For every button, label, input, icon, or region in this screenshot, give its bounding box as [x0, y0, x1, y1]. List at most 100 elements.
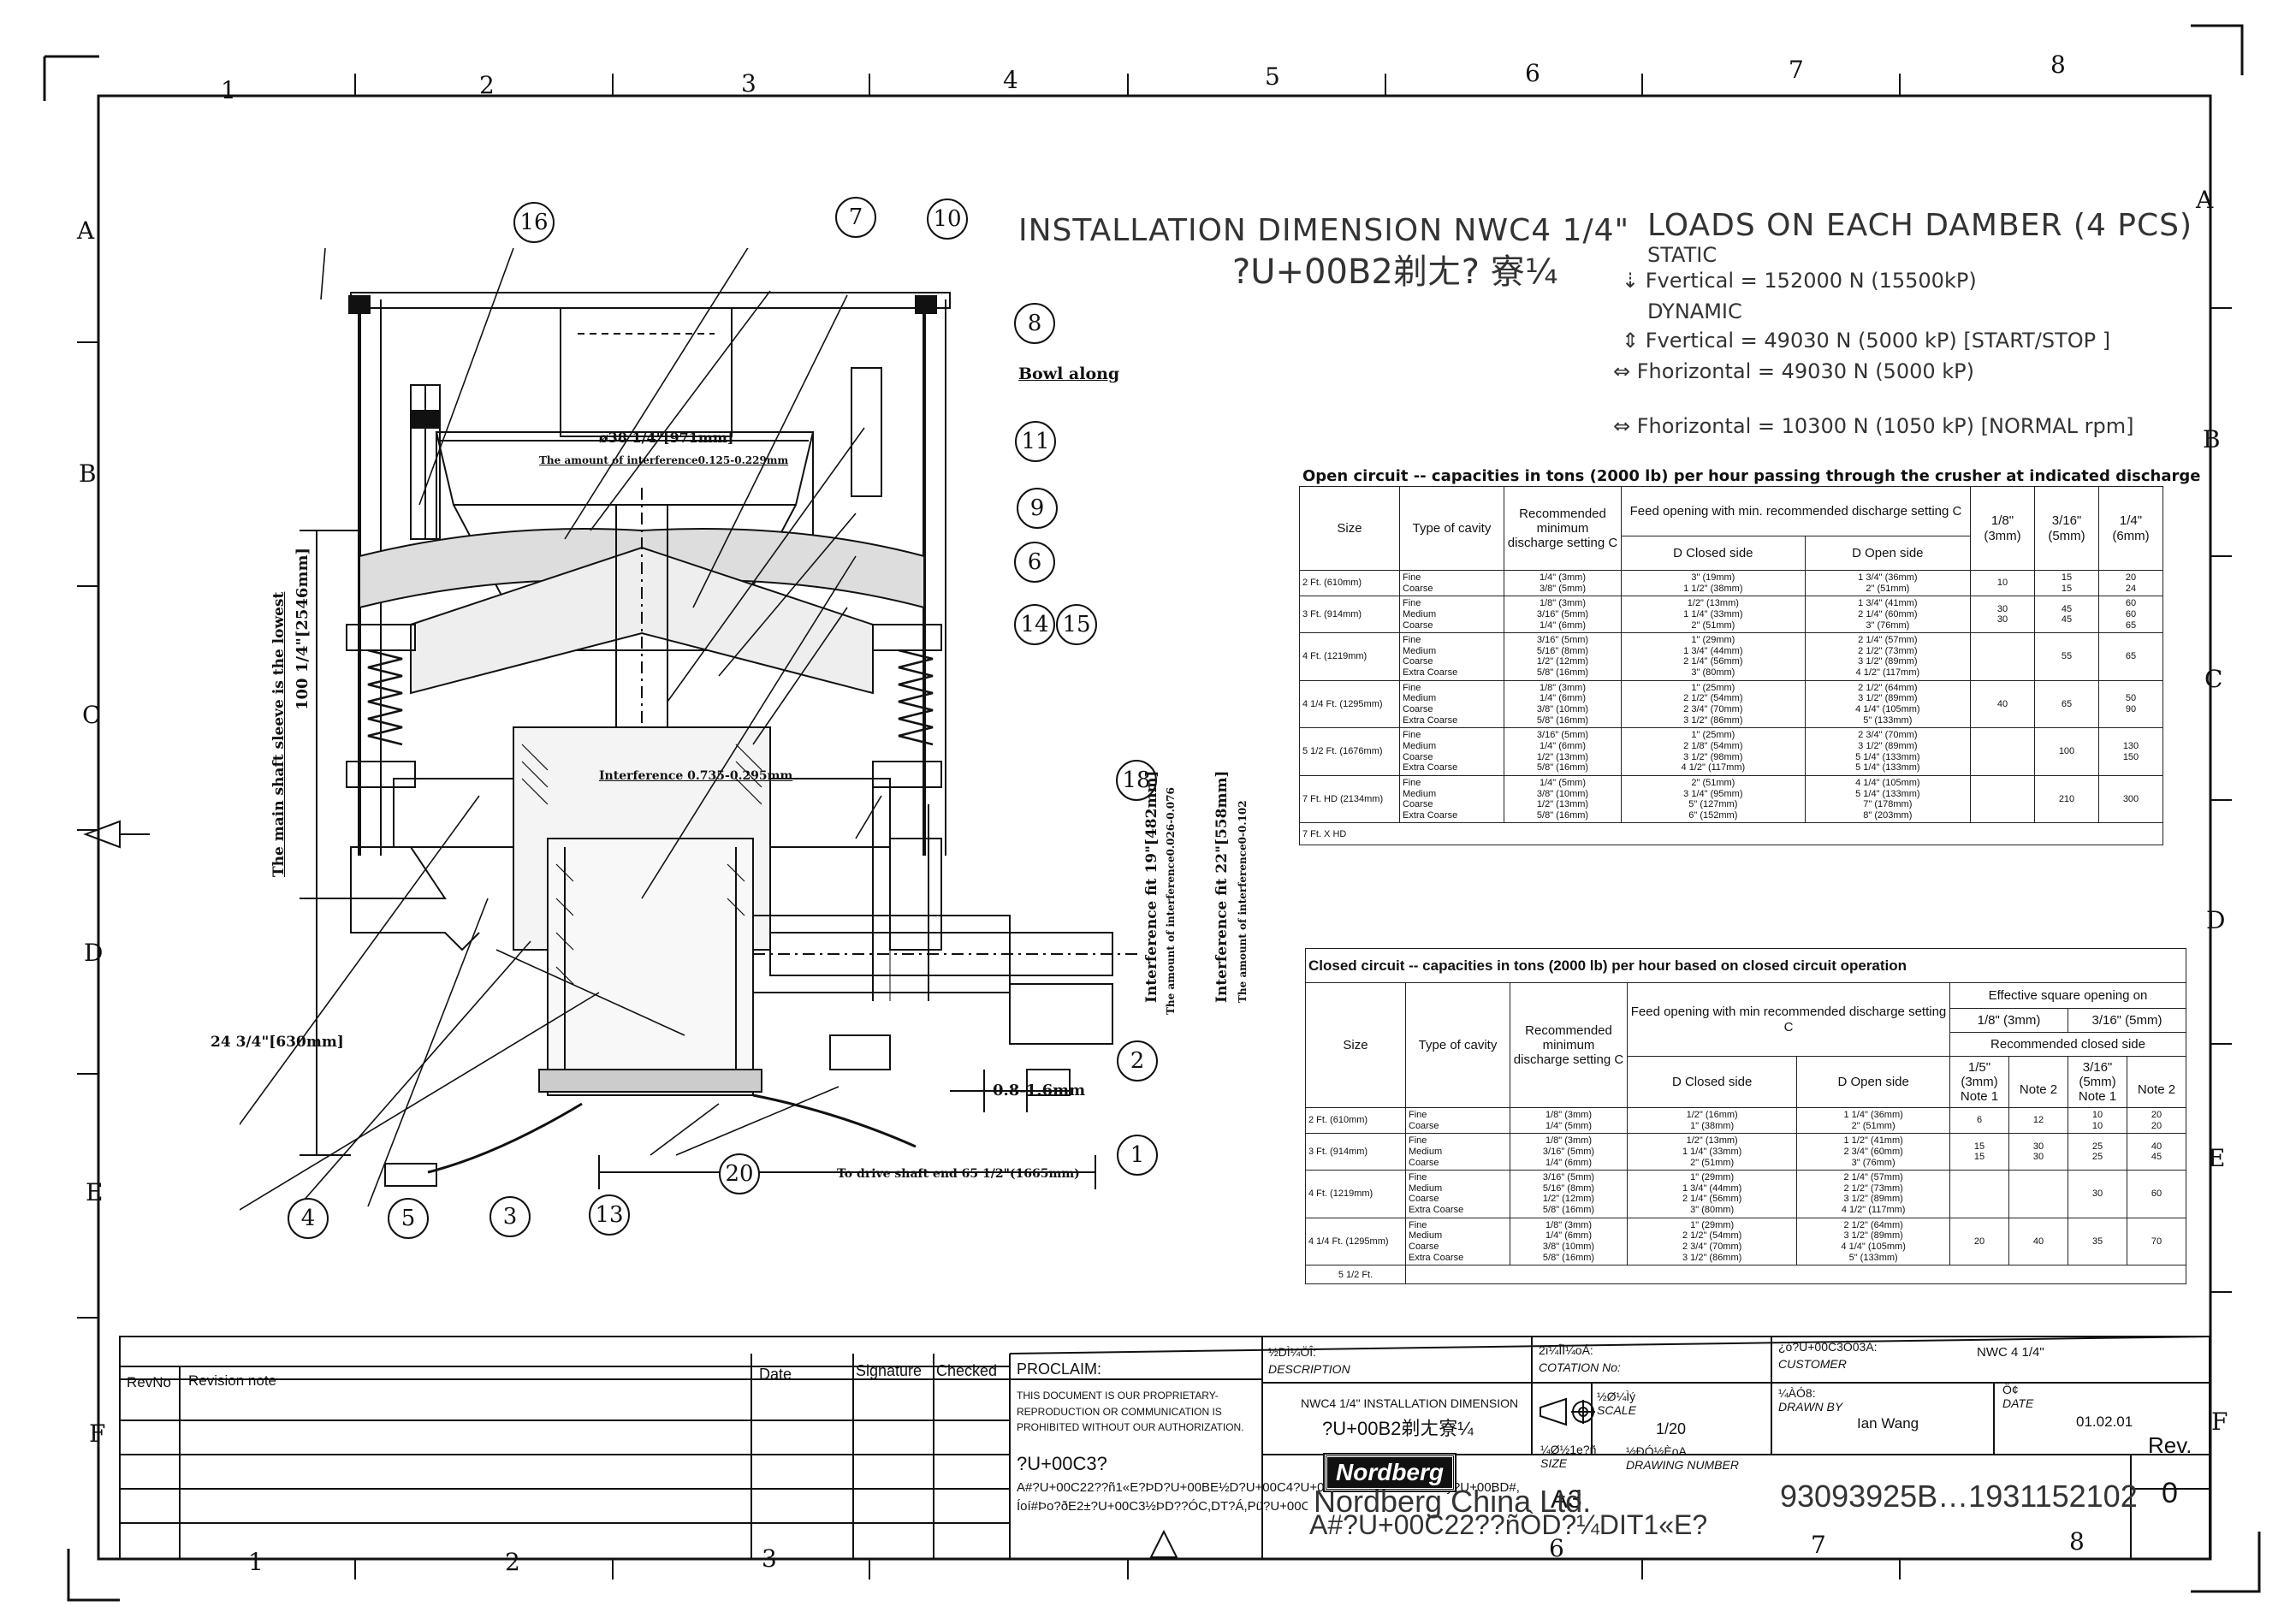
customer-label: CUSTOMER [1778, 1357, 1847, 1371]
row-c2: 55 [2034, 632, 2099, 681]
row-label: D [84, 939, 104, 967]
row-label: D [2206, 906, 2226, 934]
row-c3: 60 60 65 [2098, 596, 2163, 634]
signature-header: Signature [856, 1362, 923, 1379]
row-c2: 65 [2034, 679, 2099, 729]
balloon-16: 16 [513, 202, 555, 243]
balloon-4: 4 [288, 1198, 329, 1239]
row-type: Fine Medium Coarse Extra Coarse [1399, 774, 1504, 824]
balloon-18: 18 [1116, 760, 1157, 801]
cc-header-n3: 3/16" (5mm)Note 1 [2068, 1056, 2127, 1108]
row-c1 [1970, 774, 2035, 824]
drawing-title-cn: ?U+00B2剃ㄤ? 寮¼ [1232, 252, 1558, 292]
row-open: 4 1/4" (105mm) 5 1/4" (133mm) 7" (178mm)… [1804, 774, 1972, 824]
col-label: 5 [1265, 62, 1280, 91]
rev-label: Rev. [2148, 1432, 2192, 1458]
drawing-number-label: DRAWING NUMBER [1626, 1458, 1739, 1472]
col-label: 2 [505, 1548, 520, 1576]
dynamic-label: DYNAMIC [1647, 299, 1742, 323]
dynamic-vertical-load: ⇕ Fvertical = 49030 N (5000 kP) [START/S… [1622, 329, 2111, 353]
row-c1: 30 30 [1970, 596, 2035, 634]
balloon-1: 1 [1117, 1135, 1158, 1176]
open-circuit-row: 4 Ft. (1219mm)Fine Medium Coarse Extra C… [1299, 632, 2163, 681]
interference-mid-label: Interference 0.735-0.295mm [599, 769, 793, 783]
col-label: 7 [1811, 1531, 1826, 1559]
row-c1 [1970, 632, 2035, 681]
cotation-label: COTATION No: [1539, 1360, 1621, 1374]
cc-header-size: Size [1305, 982, 1406, 1108]
col-label: 8 [2069, 1527, 2085, 1556]
row-n2: 30 30 [2008, 1133, 2068, 1171]
row-type: Fine Medium Coarse Extra Coarse [1399, 679, 1504, 729]
row-rec: 3/16" (5mm) 5/16" (8mm) 1/2" (12mm) 5/8"… [1510, 1170, 1628, 1218]
balloon-13: 13 [589, 1194, 630, 1236]
open-circuit-row: 7 Ft. HD (2134mm)Fine Medium Coarse Extr… [1299, 774, 2163, 824]
closed-circuit-table: Closed circuit -- capacities in tons (20… [1305, 948, 2186, 1285]
proclaim-text: THIS DOCUMENT IS OUR PROPRIETARY-REPRODU… [1017, 1390, 1244, 1434]
row-n3: 30 [2068, 1170, 2127, 1218]
balloon-9: 9 [1017, 488, 1058, 529]
row-rec: 1/8" (3mm) 1/4" (5mm) [1510, 1106, 1628, 1135]
col-header-open: D Open side [1804, 536, 1972, 571]
cc-header-open: D Open side [1796, 1056, 1950, 1108]
rev-no-header: RevNo [127, 1374, 171, 1390]
row-size: 4 Ft. (1219mm) [1305, 1170, 1406, 1218]
row-label: F [89, 1420, 106, 1448]
row-open: 1 1/4" (36mm) 2" (51mm) [1796, 1106, 1950, 1135]
balloon-10: 10 [927, 199, 968, 240]
row-closed: 1" (25mm) 2 1/8" (54mm) 3 1/2" (98mm) 4 … [1621, 727, 1806, 776]
proclaim-title: PROCLAIM: [1017, 1360, 1102, 1378]
row-size: 3 Ft. (914mm) [1299, 596, 1400, 634]
row-type: Fine Medium Coarse Extra Coarse [1399, 727, 1504, 776]
balloon-14: 14 [1014, 604, 1055, 645]
row-c2: 100 [2034, 727, 2099, 776]
drawing-title: INSTALLATION DIMENSION NWC4 1/4" [1018, 213, 1630, 248]
cc-header-type: Type of cavity [1405, 982, 1510, 1108]
row-type: Fine Medium Coarse Extra Coarse [1405, 1170, 1510, 1218]
row-open: 2 1/4" (57mm) 2 1/2" (73mm) 3 1/2" (89mm… [1796, 1170, 1950, 1218]
row-n2: 12 [2008, 1106, 2068, 1135]
col-label: 6 [1549, 1534, 1564, 1562]
row-rec: 1/4" (5mm) 3/8" (10mm) 1/2" (13mm) 5/8" … [1504, 774, 1622, 824]
cc-header-e2: 3/16" (5mm) [2068, 1008, 2186, 1033]
date-value: 01.02.01 [2076, 1414, 2133, 1430]
row-open: 2 1/2" (64mm) 3 1/2" (89mm) 4 1/4" (105m… [1796, 1217, 1950, 1266]
col-label: 3 [741, 69, 756, 98]
cc-header-effective: Effective square opening on [1949, 982, 2186, 1009]
balloon-6: 6 [1014, 542, 1055, 583]
row-size: 4 Ft. (1219mm) [1299, 632, 1400, 681]
balloon-11: 11 [1015, 421, 1056, 462]
date-cn: Ö¢ [2002, 1383, 2019, 1396]
description-label: DESCRIPTION [1268, 1362, 1350, 1376]
rev-value: 0 [2162, 1477, 2178, 1509]
col-header-size: Size [1299, 486, 1400, 571]
drawn-by-value: Ian Wang [1857, 1415, 1919, 1431]
open-circuit-table: Size Type of cavity Recommended minimum … [1299, 486, 2163, 846]
drive-shaft-dimension: To drive shaft end 65 1/2"(1665mm) [837, 1167, 1080, 1181]
closed-circuit-row: 4 1/4 Ft. (1295mm)Fine Medium Coarse Ext… [1305, 1217, 2186, 1266]
row-n3: 10 10 [2068, 1106, 2127, 1135]
lower-height-dimension: 24 3/4"[630mm] [211, 1034, 344, 1051]
crusher-section-drawing [240, 248, 1138, 1216]
col-label: 2 [479, 71, 495, 99]
row-open: 1 1/2" (41mm) 2 3/4" (60mm) 3" (76mm) [1796, 1133, 1950, 1171]
normal-horizontal-load: ⇔ Fhorizontal = 10300 N (1050 kP) [NORMA… [1613, 414, 2134, 438]
row-open: 1 3/4" (36mm) 2" (51mm) [1804, 569, 1972, 597]
size-label: SIZE [1540, 1456, 1568, 1470]
row-size: 3 Ft. (914mm) [1305, 1133, 1406, 1171]
dynamic-horizontal-load: ⇔ Fhorizontal = 49030 N (5000 kP) [1613, 359, 1974, 383]
balloon-20: 20 [719, 1153, 760, 1194]
row-c3: 20 24 [2098, 569, 2163, 597]
interference-top-label: The amount of interference0.125-0.229mm [539, 454, 789, 466]
cc-header-feed: Feed opening with min recommended discha… [1627, 982, 1950, 1057]
row-n1: 6 [1949, 1106, 2009, 1135]
row-n4: 40 45 [2127, 1133, 2186, 1171]
cotation-cn: 2î¼ÎÌ¼oÁ: [1539, 1343, 1593, 1357]
row-label: F [2211, 1408, 2228, 1436]
row-type: Fine Medium Coarse [1399, 596, 1504, 634]
bowl-along-label: Bowl along [1018, 365, 1120, 383]
row-c2: 15 15 [2034, 569, 2099, 597]
